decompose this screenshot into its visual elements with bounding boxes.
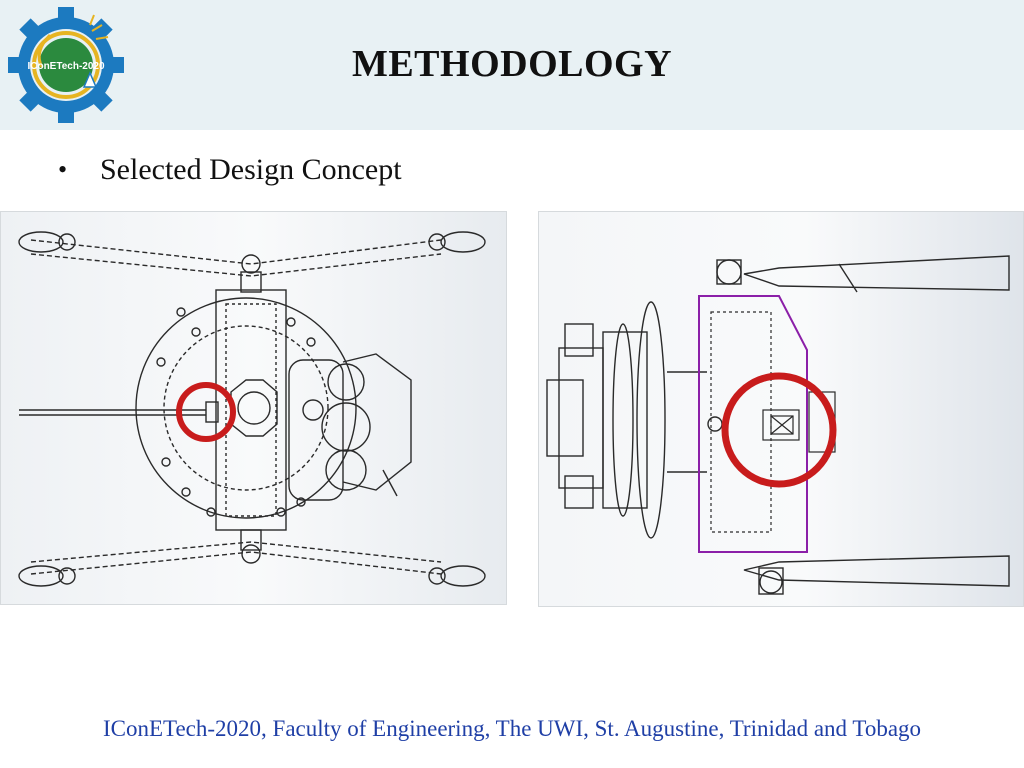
bullet-dot: •: [58, 155, 68, 184]
highlight-circle: [721, 372, 837, 488]
header-bar: IConETech-2020 METHODOLOGY: [0, 0, 1024, 130]
front-view-drawing: [18, 231, 486, 587]
conference-gear-logo-icon: IConETech-2020: [8, 7, 124, 123]
side-view-drawing: [546, 255, 1010, 595]
footer-text: IConETech-2020, Faculty of Engineering, …: [102, 716, 922, 741]
page-title: METHODOLOGY: [351, 43, 673, 85]
caliper-assembly-front-view: [0, 211, 507, 605]
logo-text: IConETech-2020: [27, 61, 104, 72]
bullet-text: Selected Design Concept: [100, 153, 402, 186]
highlight-circle: [176, 382, 236, 442]
bullet-item: • Selected Design Concept: [58, 150, 402, 190]
caliper-assembly-side-view: [538, 211, 1024, 607]
